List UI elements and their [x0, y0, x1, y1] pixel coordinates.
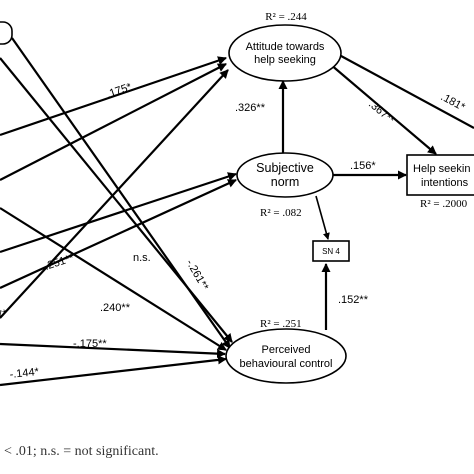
intentions-label-2: intentions: [421, 177, 469, 189]
node-subjective-norm: [236, 152, 334, 198]
sn-label-1: Subjective: [256, 161, 314, 175]
node-intentions: [406, 154, 474, 196]
attitude-label-2: help seeking: [254, 54, 316, 66]
node-sn4: [312, 240, 350, 262]
coef-att-to-int: .367**: [366, 98, 397, 127]
coef-attitude-in: .175*: [105, 81, 134, 101]
edge-to-pbc-240: [0, 207, 227, 351]
edge-top-to-intentions: [329, 49, 474, 129]
attitude-label-1: Attitude towards: [246, 41, 325, 53]
coef-sn-to-int: .156*: [350, 160, 376, 172]
attitude-r2: R² = .244: [265, 11, 307, 23]
edge-sn-to-sn4: [315, 195, 330, 240]
coef-pbc-in1: .240**: [100, 302, 131, 314]
edge-to-sn-2: [0, 178, 237, 290]
sn4-label: SN 4: [322, 247, 340, 256]
edge-to-pbc-175: [0, 342, 226, 359]
sn-label-2: norm: [271, 175, 299, 189]
pbc-label-2: behavioural control: [240, 358, 333, 370]
pbc-label-1: Perceived: [262, 344, 311, 356]
edge-attitude-to-intentions: [329, 63, 437, 155]
node-attitude: [228, 24, 342, 82]
coef-pbc-to-sn4: .152**: [338, 294, 369, 306]
edge-cross-261: [0, 57, 233, 343]
coef-pbc-in2: -.175**: [73, 338, 107, 350]
coef-sn-in: .251**: [43, 252, 76, 273]
node-pbc: [225, 328, 347, 384]
edge-to-pbc-144: [0, 355, 227, 387]
pbc-r2: R² = .251: [260, 318, 302, 330]
intentions-r2: R² = .2000: [420, 198, 468, 210]
edge-to-sn-1: [0, 172, 237, 254]
sn-r2: R² = .082: [260, 207, 302, 219]
coef-pbc-in3: -.144*: [9, 366, 40, 381]
left-node-partial: [0, 21, 13, 45]
edge-to-attitude-3: [0, 69, 229, 319]
coef-sn-to-att: .326**: [235, 102, 266, 114]
intentions-label-1: Help seekin: [413, 163, 470, 175]
coef-ns: n.s.: [133, 252, 151, 264]
edge-to-attitude-2: [0, 63, 227, 181]
footer-note: < .01; n.s. = not significant.: [4, 444, 159, 459]
coef-left-7: 7*: [0, 307, 10, 322]
edge-to-attitude-1: [0, 56, 227, 137]
